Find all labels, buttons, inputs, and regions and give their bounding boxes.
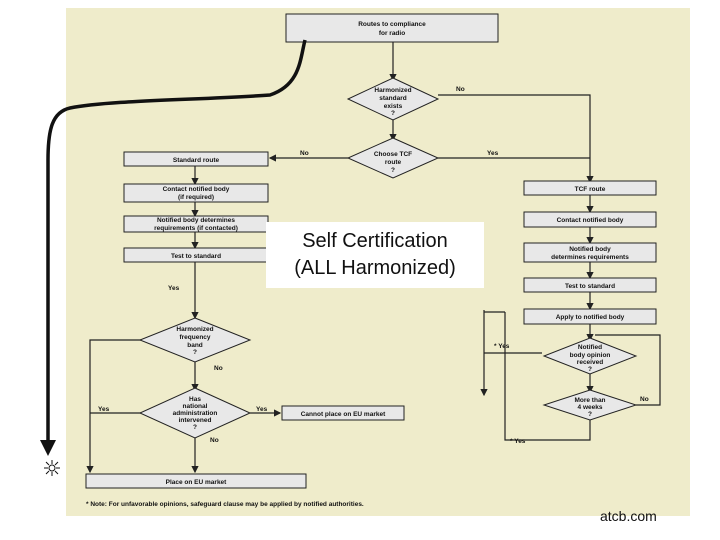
edge-label-no-band: No <box>214 365 223 372</box>
node-standard-route: Standard route <box>123 151 269 167</box>
decision-opinion-received: Notified body opinion received ? <box>542 337 638 375</box>
node-nb-determines-right-line2: determines requirements <box>551 254 629 261</box>
edge-label-yes-admin-right: Yes <box>256 406 268 413</box>
node-contact-nb-left-line2: (if required) <box>178 194 214 201</box>
decision-choose-tcf-line3: ? <box>391 167 395 174</box>
pointer-arrow <box>40 39 307 476</box>
decision-opinion-line2: body opinion <box>570 352 611 359</box>
decision-harmonized-standard-line2: standard <box>379 95 406 102</box>
node-test-right-label: Test to standard <box>565 283 615 290</box>
decision-national-admin: Has national administration intervened ? <box>138 387 252 439</box>
decision-harmonized-band-line2: frequency <box>179 334 210 341</box>
node-tcf-route-label: TCF route <box>575 186 606 193</box>
decision-choose-tcf: Choose TCF route ? <box>346 137 440 179</box>
node-test-left-label: Test to standard <box>171 253 221 260</box>
edge-label-no-weeks: No <box>640 396 649 403</box>
decision-harmonized-band-line3: band <box>187 342 203 349</box>
node-apply-nb-label: Apply to notified body <box>556 314 625 321</box>
edge-label-yes-opinion: * Yes <box>494 343 510 350</box>
node-contact-nb-right: Contact notified body <box>523 211 657 228</box>
node-nb-determines-left-line2: requirements (if contacted) <box>154 225 238 232</box>
node-place-eu-label: Place on EU market <box>166 479 228 486</box>
decision-national-admin-line5: ? <box>193 424 197 431</box>
node-start-line2: for radio <box>379 30 405 37</box>
decision-choose-tcf-line2: route <box>385 159 402 166</box>
node-start: Routes to compliance for radio <box>285 13 499 43</box>
decision-national-admin-line3: administration <box>173 410 218 417</box>
edge-label-yes-test: Yes <box>168 285 180 292</box>
node-nb-determines-left: Notified body determines requirements (i… <box>123 215 269 233</box>
edge-label-no-admin: No <box>210 437 219 444</box>
node-nb-determines-right: Notified body determines requirements <box>523 242 657 263</box>
callout-line2: (ALL Harmonized) <box>294 257 456 279</box>
decision-four-weeks-line3: ? <box>588 411 592 418</box>
node-cannot-place: Cannot place on EU market <box>281 405 405 421</box>
decision-four-weeks-line2: 4 weeks <box>578 404 603 411</box>
edge-label-no-harmonized: No <box>456 86 465 93</box>
edge-label-yes-weeks: * Yes <box>510 438 526 445</box>
node-cannot-place-label: Cannot place on EU market <box>301 411 386 418</box>
decision-harmonized-standard-line4: ? <box>391 110 395 117</box>
decision-harmonized-band: Harmonized frequency band ? <box>138 317 252 363</box>
node-nb-determines-right-line1: Notified body <box>569 246 611 253</box>
arrow-down-icon <box>40 440 56 456</box>
decision-national-admin-line1: Has <box>189 396 201 403</box>
decision-opinion-line4: ? <box>588 366 592 373</box>
node-tcf-route: TCF route <box>523 180 657 196</box>
node-nb-determines-left-line1: Notified body determines <box>157 217 235 224</box>
node-place-eu: Place on EU market <box>85 473 307 489</box>
node-standard-route-label: Standard route <box>173 157 220 164</box>
decision-harmonized-band-line1: Harmonized <box>176 326 213 333</box>
edge-label-no-tcf: No <box>300 150 309 157</box>
node-test-right: Test to standard <box>523 277 657 293</box>
node-start-line1: Routes to compliance <box>358 21 426 28</box>
decision-harmonized-standard-line1: Harmonized <box>374 87 411 94</box>
self-certification-callout: Self Certification (ALL Harmonized) <box>266 222 484 288</box>
decision-harmonized-standard-line3: exists <box>384 103 403 110</box>
decision-choose-tcf-line1: Choose TCF <box>374 151 412 158</box>
edge-label-yes-admin-left: Yes <box>98 406 110 413</box>
node-contact-nb-left-line1: Contact notified body <box>163 186 230 193</box>
decision-opinion-line3: received <box>577 359 603 366</box>
node-contact-nb-right-label: Contact notified body <box>557 217 624 224</box>
source-credit: atcb.com <box>600 508 657 524</box>
connectors <box>86 42 661 474</box>
footnote: * Note: For unfavorable opinions, safegu… <box>86 501 364 508</box>
node-test-left: Test to standard <box>123 247 269 263</box>
decision-harmonized-standard: Harmonized standard exists ? <box>346 77 440 121</box>
node-apply-nb: Apply to notified body <box>523 308 657 325</box>
decision-four-weeks: More than 4 weeks ? <box>542 389 638 421</box>
callout-line1: Self Certification <box>302 230 448 252</box>
starburst-icon <box>44 460 60 476</box>
decision-four-weeks-line1: More than <box>574 397 605 404</box>
decision-opinion-line1: Notified <box>578 344 602 351</box>
node-contact-nb-left: Contact notified body (if required) <box>123 183 269 203</box>
decision-harmonized-band-line4: ? <box>193 349 197 356</box>
decision-national-admin-line2: national <box>183 403 208 410</box>
edge-label-yes-tcf: Yes <box>487 150 499 157</box>
decision-national-admin-line4: intervened <box>179 417 212 424</box>
